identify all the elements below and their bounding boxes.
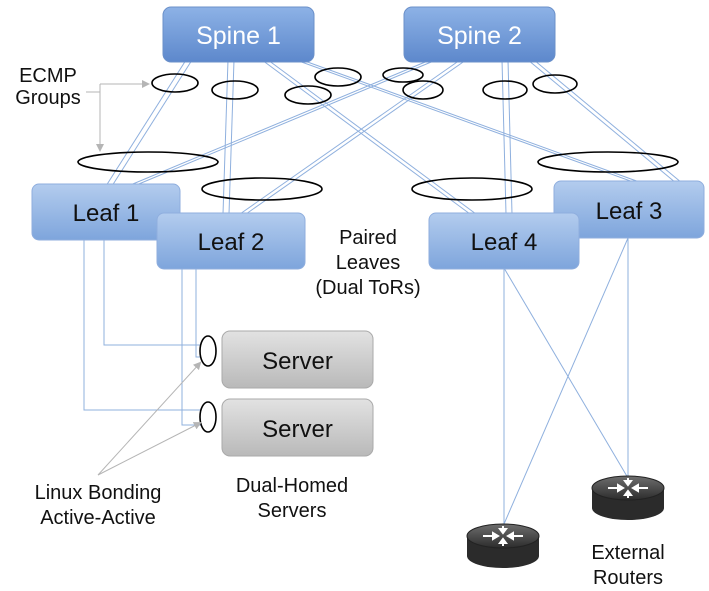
dualhomed-label-line2: Servers bbox=[258, 500, 327, 522]
dualhomed-label-line1: Dual-Homed bbox=[236, 475, 348, 497]
paired-label-line1: Paired bbox=[339, 227, 397, 249]
ecmp-label-line1: ECMP bbox=[19, 65, 77, 87]
bonding-label-line1: Linux Bonding bbox=[35, 482, 162, 504]
server-bottom-label: Server bbox=[262, 416, 333, 443]
leaf-2: Leaf 2 bbox=[156, 212, 306, 270]
ecmp-ellipse-icon bbox=[411, 177, 533, 201]
spine-1-label: Spine 1 bbox=[196, 22, 281, 50]
spine-2-label: Spine 2 bbox=[437, 22, 522, 50]
ecmp-ellipse-icon bbox=[284, 85, 332, 105]
ecmp-ellipse-icon bbox=[532, 74, 578, 94]
leaf-3-label: Leaf 3 bbox=[596, 198, 663, 225]
leaf-4-label: Leaf 4 bbox=[471, 229, 538, 256]
server-top: Server bbox=[221, 330, 374, 389]
ecmp-group-ellipses-leaf bbox=[77, 151, 679, 201]
ecmp-ellipse-icon bbox=[211, 80, 259, 100]
router-links bbox=[503, 237, 629, 525]
ecmp-group-ellipses-top bbox=[151, 67, 578, 105]
leaf-3: Leaf 3 bbox=[553, 180, 705, 239]
ecmp-ellipse-icon bbox=[151, 73, 199, 93]
ecmp-ellipse-icon bbox=[482, 80, 528, 100]
bond-ellipse-icon bbox=[199, 401, 217, 433]
ecmp-ellipse-icon bbox=[537, 151, 679, 173]
ecmp-ellipse-icon bbox=[382, 67, 424, 83]
bonding-label-line2: Active-Active bbox=[40, 507, 156, 529]
bond-ellipse-icon bbox=[199, 335, 217, 367]
leaf-2-label: Leaf 2 bbox=[198, 229, 265, 256]
ecmp-label-line2: Groups bbox=[15, 87, 81, 109]
ecmp-ellipse-icon bbox=[77, 151, 219, 173]
leaf-4: Leaf 4 bbox=[428, 212, 580, 270]
spine-1: Spine 1 bbox=[162, 6, 315, 63]
external-label-line1: External bbox=[591, 542, 664, 564]
ecmp-ellipse-icon bbox=[314, 67, 362, 87]
ecmp-ellipse-icon bbox=[201, 177, 323, 201]
annotation-arrows bbox=[86, 80, 202, 476]
paired-label-line2: Leaves bbox=[336, 252, 401, 274]
bond-ellipses bbox=[199, 335, 217, 433]
ecmp-ellipse-icon bbox=[402, 80, 444, 100]
router-icon bbox=[591, 475, 665, 520]
router-icon bbox=[466, 523, 540, 568]
paired-label-line3: (Dual ToRs) bbox=[315, 277, 420, 299]
server-bottom: Server bbox=[221, 398, 374, 457]
leaf-1-label: Leaf 1 bbox=[73, 200, 140, 227]
external-label-line2: Routers bbox=[593, 567, 663, 589]
server-top-label: Server bbox=[262, 348, 333, 375]
leaf-1: Leaf 1 bbox=[31, 183, 181, 241]
spine-2: Spine 2 bbox=[403, 6, 556, 63]
